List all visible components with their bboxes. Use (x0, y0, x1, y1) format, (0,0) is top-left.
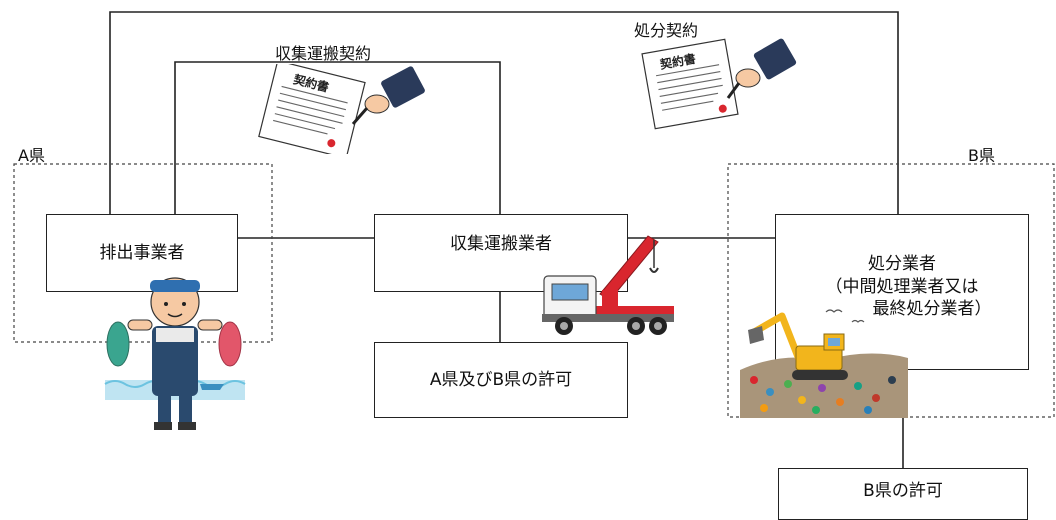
disposer-type-line2: 最終処分業者） (872, 299, 992, 320)
contract-document-illustration-2: 契約書 (640, 38, 800, 130)
disposer-permit-label: B県の許可 (863, 480, 943, 501)
disposer-box: 処分業者 （中間処理業者又は 最終処分業者） (775, 214, 1029, 370)
excavator-landfill-illustration (740, 300, 908, 418)
contract-document-illustration: 契約書 (255, 60, 430, 159)
collection-contract-line (174, 61, 501, 215)
collector-label: 収集運搬業者 (450, 233, 552, 254)
disposal-contract-label: 処分契約 (634, 21, 699, 40)
region-a-outline (13, 163, 273, 343)
region-a-label: A県 (18, 146, 45, 165)
contract-doc-title-2: 契約書 (658, 51, 697, 72)
region-b-label: B県 (968, 146, 995, 165)
fisherman-illustration (100, 272, 250, 437)
disposer-permit-box: B県の許可 (778, 468, 1028, 520)
crane-truck-illustration (538, 228, 678, 340)
disposer-type-line1: （中間処理業者又は (825, 276, 979, 297)
collector-permit-label: A県及びB県の許可 (429, 369, 573, 390)
generator-label: 排出事業者 (99, 242, 185, 263)
collection-contract-label: 収集運搬契約 (275, 44, 372, 63)
disposer-label: 処分業者 (868, 253, 936, 274)
generator-box: 排出事業者 (46, 214, 238, 292)
region-b-outline (727, 163, 1055, 418)
collector-permit-box: A県及びB県の許可 (374, 342, 628, 418)
disposal-contract-line (109, 11, 899, 215)
